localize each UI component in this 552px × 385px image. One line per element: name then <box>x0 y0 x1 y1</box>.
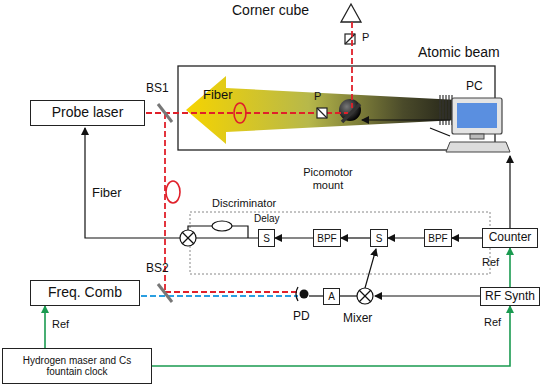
part-label: Delay <box>254 213 280 225</box>
atomic-beam-chamber <box>178 66 495 150</box>
photodiode <box>296 287 309 301</box>
control-line <box>509 156 510 228</box>
fiber-loop <box>166 103 246 203</box>
reference-line <box>44 306 46 348</box>
beam-splitter <box>158 284 172 302</box>
box-label: S <box>263 233 270 244</box>
instrument-box: Probe laser <box>30 100 145 126</box>
discriminator-wiring <box>188 226 212 230</box>
control-line <box>362 119 450 120</box>
picomotor-mirror <box>342 104 360 122</box>
polarizer <box>345 34 355 44</box>
polarizer <box>345 34 355 44</box>
signal-line <box>388 237 424 238</box>
part-label: Corner cube <box>232 2 309 18</box>
instrument-box: S <box>258 229 275 247</box>
box-label: BPF <box>428 233 447 244</box>
comb-beam <box>141 295 298 297</box>
part-label: BS2 <box>146 262 169 276</box>
pc-icon <box>446 142 510 152</box>
atomic-beam-chamber <box>186 76 458 144</box>
mixer-wiring <box>309 249 480 304</box>
corner-cube <box>341 4 361 22</box>
discriminator-wiring <box>85 128 180 238</box>
part-label: Ref <box>484 316 501 329</box>
polarizer <box>317 108 327 118</box>
beam-splitter <box>158 104 172 122</box>
signal-line <box>341 237 370 238</box>
discriminator-region <box>190 212 490 274</box>
part-label: Ref <box>52 318 69 331</box>
picomotor-mirror <box>342 104 360 122</box>
discriminator-wiring <box>85 128 258 246</box>
part-label: Ref <box>482 256 499 269</box>
discriminator-wiring <box>182 232 194 244</box>
instrument-box: Freq. Comb <box>30 280 140 306</box>
polarizer <box>317 108 327 118</box>
part-label: Picomotor mount <box>296 166 360 191</box>
part-label: Atomic beam <box>418 44 500 60</box>
discriminator-region <box>190 212 490 274</box>
probe-beam <box>165 291 298 293</box>
part-label: Mixer <box>343 312 372 326</box>
atomic-beam-chamber <box>178 66 496 150</box>
box-label: Probe laser <box>52 105 124 120</box>
reference-line <box>509 248 511 287</box>
box-label: RF Synth <box>485 290 535 303</box>
instrument-box: S <box>370 229 388 247</box>
probe-beam <box>351 22 353 108</box>
part-label: P <box>314 90 321 103</box>
discriminator-wiring <box>212 221 232 231</box>
discriminator-wiring <box>182 232 194 244</box>
atomic-beam-chamber <box>339 99 361 121</box>
reference-line <box>152 306 510 366</box>
box-label: Counter <box>489 231 532 244</box>
polarizer <box>317 108 327 118</box>
box-label: Hydrogen maser and Cs fountain clock <box>7 355 147 377</box>
mixer-wiring <box>357 288 373 304</box>
discriminator-wiring <box>196 237 258 238</box>
mixer-wiring <box>359 290 371 302</box>
part-label: PD <box>293 310 310 324</box>
instrument-box: A <box>323 288 340 305</box>
part-label: PC <box>466 80 483 94</box>
box-label: A <box>328 291 335 302</box>
pc-icon <box>457 103 497 128</box>
instrument-box: RF Synth <box>480 287 540 306</box>
discriminator-wiring <box>180 230 196 246</box>
mixer-wiring <box>375 295 480 296</box>
mixer-wiring <box>365 249 376 288</box>
photodiode <box>300 290 309 299</box>
polarizer <box>345 34 355 44</box>
part-label: Fiber <box>203 88 233 103</box>
part-label: BS1 <box>146 82 169 96</box>
part-label: Discriminator <box>212 197 276 210</box>
part-label: Fiber <box>92 186 122 201</box>
pc-icon <box>446 98 510 152</box>
instrument-box: BPF <box>424 229 452 247</box>
box-label: BPF <box>317 233 336 244</box>
box-label: Freq. Comb <box>48 285 122 300</box>
mixer-wiring <box>340 295 357 296</box>
pc-icon <box>470 134 484 139</box>
fiber-loop <box>234 103 246 123</box>
signal-line <box>275 237 313 238</box>
pc-icon <box>452 98 502 134</box>
control-line <box>430 128 450 136</box>
mixer-wiring <box>359 290 371 302</box>
instrument-box: Counter <box>482 228 538 248</box>
comb-beam <box>141 295 298 297</box>
instrument-box: Hydrogen maser and Cs fountain clock <box>2 348 152 384</box>
part-label: P <box>362 31 369 44</box>
discriminator-wiring <box>232 226 248 238</box>
box-label: S <box>376 233 383 244</box>
probe-beam <box>146 22 352 292</box>
photodiode <box>296 287 298 301</box>
instrument-box: BPF <box>313 229 341 247</box>
signal-line <box>452 237 482 238</box>
corner-cube <box>341 4 361 22</box>
fiber-loop <box>166 181 180 203</box>
mixer-wiring <box>309 295 323 296</box>
